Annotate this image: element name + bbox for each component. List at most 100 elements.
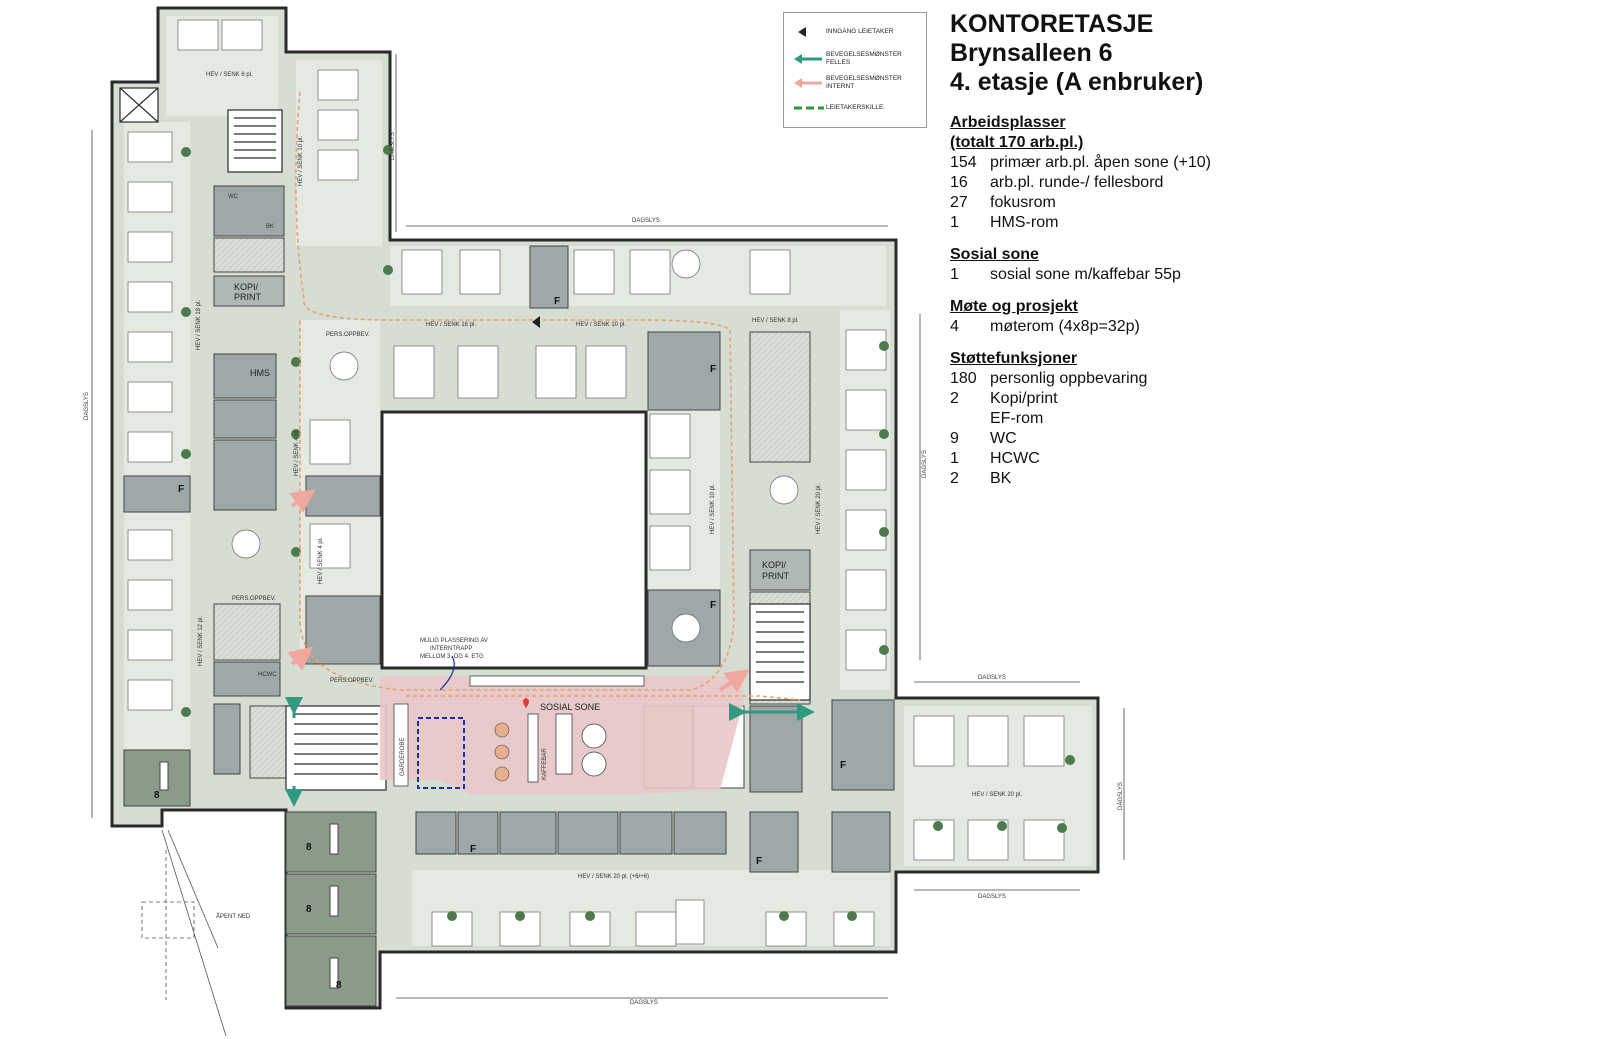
item-count: 1 — [950, 266, 959, 283]
item-text: BK — [990, 470, 1012, 487]
item-text: Kopi/print — [990, 390, 1058, 407]
label-hev-6: HEV / SENK 6 pl. — [206, 72, 253, 78]
label-pers-oppbev-2: PERS.OPPBEV. — [232, 596, 276, 602]
label-wc: WC — [228, 194, 239, 200]
label-meeting-1: 8 — [154, 790, 160, 801]
staircases — [119, 87, 811, 791]
item-count: 180 — [950, 370, 977, 387]
label-hms: HMS — [250, 368, 270, 378]
item-count: 9 — [950, 430, 959, 447]
label-hev-10-c: HEV / SENK 10 pl. — [710, 484, 716, 534]
section-sosial-sone: Sosial sone 1 sosial sone m/kaffebar 55p — [950, 245, 1550, 285]
label-dagslys-top: DAGSLYS — [632, 218, 660, 224]
legend-inngang-label: INNGANG LEIETAKER — [826, 28, 894, 35]
label-dagslys-wing-top: DAGSLYS — [978, 675, 1006, 681]
pink-arrow-icon — [792, 76, 826, 90]
item-count: 2 — [950, 470, 959, 487]
label-meeting-4: 8 — [336, 980, 342, 991]
item-text: personlig oppbevaring — [990, 370, 1148, 387]
walking-paths — [285, 91, 815, 807]
tenant-entrance-marker — [532, 316, 540, 328]
list-item: 180 personlig oppbevaring — [950, 369, 1550, 389]
item-count: 16 — [950, 174, 968, 191]
legend-skille: LEIETAKERSKILLE — [792, 101, 916, 115]
label-pers-oppbev-3: PERS.OPPBEV. — [330, 678, 374, 684]
section-heading: Arbeidsplasser — [950, 114, 1066, 131]
workstation-desks — [127, 19, 1065, 947]
item-count: 1 — [950, 450, 959, 467]
label-kopi-right-1: KOPI/ — [762, 560, 787, 570]
social-zone — [380, 655, 744, 794]
label-f-5: F — [840, 760, 846, 771]
label-pers-oppbev-1: PERS.OPPBEV. — [326, 332, 370, 338]
plants — [181, 145, 1075, 921]
label-f-3: F — [710, 364, 716, 375]
label-dagslys-wing-right: DAGSLYS — [1118, 782, 1124, 810]
item-count — [950, 409, 990, 429]
label-hev-8: HEV / SENK 8 pl. — [752, 318, 799, 324]
section-heading: Sosial sone — [950, 246, 1039, 263]
label-bk: BK — [266, 224, 274, 230]
legend-skille-label: LEIETAKERSKILLE — [826, 104, 884, 111]
item-count: 154 — [950, 154, 977, 171]
item-count: 2 — [950, 390, 959, 407]
label-dagslys-left: DAGSLYS — [84, 392, 90, 420]
item-text: sosial sone m/kaffebar 55p — [990, 266, 1181, 283]
label-f-1: F — [178, 484, 184, 495]
label-meeting-3: 8 — [306, 904, 312, 915]
label-trapp-note-1: MULIG PLASSERING AV — [420, 638, 488, 644]
item-count: 1 — [950, 214, 959, 231]
list-item: 1 sosial sone m/kaffebar 55p — [950, 265, 1550, 285]
open-shaft — [141, 829, 227, 1037]
item-text: møterom (4x8p=32p) — [990, 318, 1140, 335]
item-text: fokusrom — [990, 194, 1056, 211]
label-hev-20-a: HEV / SENK 20 pl. — [816, 484, 822, 534]
info-panel: KONTORETASJE Brynsalleen 6 4. etasje (A … — [950, 10, 1550, 489]
meeting-rooms — [123, 749, 377, 1007]
label-trapp-note-3: MELLOM 3. OG 4. ETG — [420, 654, 484, 660]
title-line-2: Brynsalleen 6 — [950, 39, 1113, 67]
section-heading: Støttefunksjoner — [950, 350, 1078, 367]
label-dagslys-upper: DAGSLYS — [390, 132, 396, 160]
list-item: 1 HMS-rom — [950, 213, 1550, 233]
item-text: arb.pl. runde-/ fellesbord — [990, 174, 1164, 191]
label-hev-18: HEV / SENK 18 pl. — [196, 300, 202, 350]
label-hev-20-plus: HEV / SENK 20 pl. (+6/+6) — [578, 874, 649, 880]
section-heading: Møte og prosjekt — [950, 298, 1079, 315]
label-f-2: F — [554, 296, 560, 307]
label-f-6: F — [470, 844, 476, 855]
daylight-markers — [91, 54, 1125, 999]
label-hev-16: HEV / SENK 16 pl. — [426, 322, 476, 328]
label-f-7: F — [756, 856, 762, 867]
list-item: EF-rom — [950, 409, 1550, 429]
label-kopi-left-2: PRINT — [234, 292, 262, 302]
title-line-3: 4. etasje (A enbruker) — [950, 68, 1204, 96]
section-subheading: (totalt 170 arb.pl.) — [950, 134, 1084, 151]
label-kopi-left-1: KOPI/ — [234, 282, 259, 292]
label-meeting-2: 8 — [306, 842, 312, 853]
legend-felles: BEVEGELSESMØNSTER FELLES — [792, 51, 916, 67]
label-hev-10-a: HEV / SENK 10 pl. — [298, 136, 304, 186]
green-arrow-icon — [792, 52, 826, 66]
label-hev-20-b: HEV / SENK 20 pl. — [972, 792, 1022, 798]
item-text: EF-rom — [990, 410, 1044, 427]
label-hev-4-b: HEV / SENK 4 pl. — [318, 537, 324, 584]
legend-felles-label: BEVEGELSESMØNSTER FELLES — [826, 51, 902, 66]
legend-internt-label: BEVEGELSESMØNSTER INTERNT — [826, 75, 902, 90]
list-item: 2 Kopi/print — [950, 389, 1550, 409]
label-dagslys-right: DAGSLYS — [922, 450, 928, 478]
label-f-4: F — [710, 600, 716, 611]
label-kopi-right-2: PRINT — [762, 571, 790, 581]
label-sosial-sone: SOSIAL SONE — [540, 702, 600, 712]
label-trapp-note-2: INTERNTRAPP — [430, 646, 472, 652]
label-dagslys-bottom: DAGSLYS — [630, 1000, 658, 1006]
item-text: HMS-rom — [990, 214, 1059, 231]
label-kaffebar: KAFFEBAR — [542, 748, 548, 780]
